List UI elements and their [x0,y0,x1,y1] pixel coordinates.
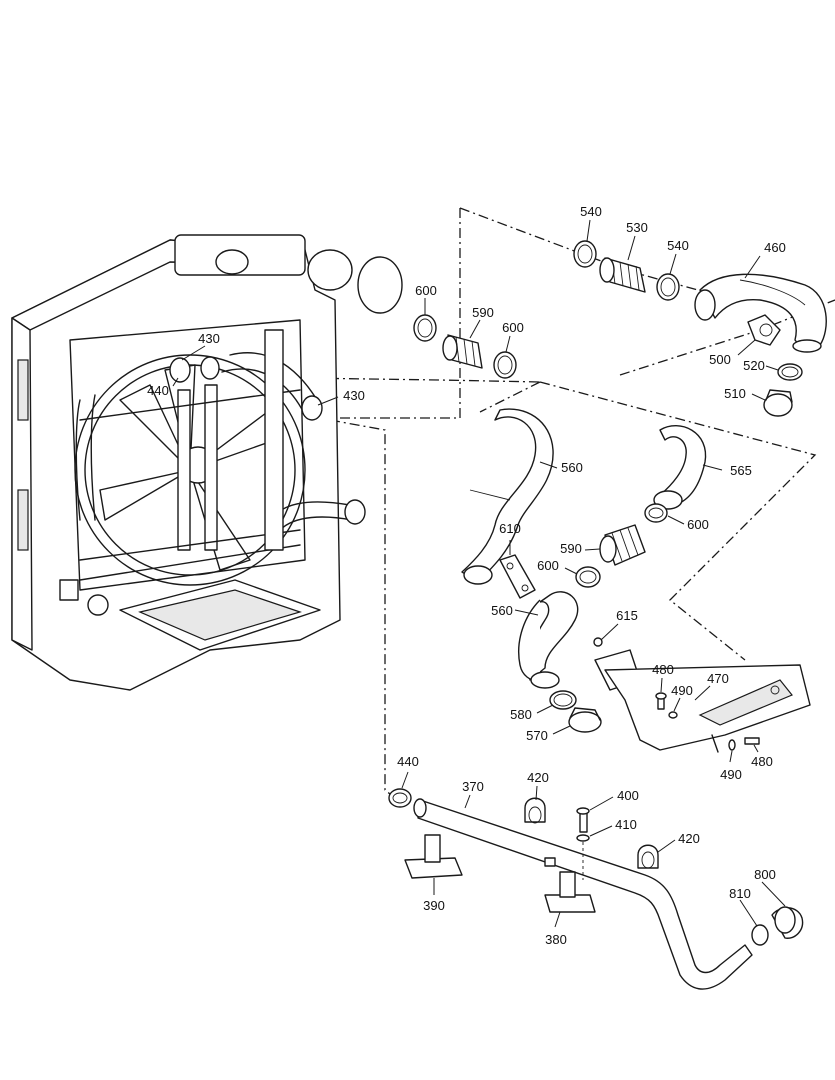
label-600: 600 [537,558,559,573]
label-440: 440 [147,383,169,398]
gasket-610 [499,554,536,599]
bolts [655,692,760,751]
label-480: 480 [751,754,773,769]
middle-coupling [413,314,517,379]
label-540: 540 [580,204,602,219]
label-490: 490 [720,767,742,782]
label-800: 800 [754,867,776,882]
label-410: 410 [615,817,637,832]
label-565: 565 [730,463,752,478]
label-600: 600 [415,283,437,298]
label-490: 490 [671,683,693,698]
label-610: 610 [499,521,521,536]
label-580: 580 [510,707,532,722]
label-510: 510 [724,386,746,401]
label-430: 430 [198,331,220,346]
label-520: 520 [743,358,765,373]
label-400: 400 [617,788,639,803]
label-440: 440 [397,754,419,769]
label-615: 615 [616,608,638,623]
label-420: 420 [678,831,700,846]
label-600: 600 [502,320,524,335]
label-480: 480 [652,662,674,677]
label-570: 570 [526,728,548,743]
label-500: 500 [709,352,731,367]
upper-hose-assembly [573,240,827,417]
clamps-580-570 [549,690,602,733]
lower-pipe-assembly [388,788,804,990]
lower-coupling [575,503,668,588]
label-600: 600 [687,517,709,532]
label-470: 470 [707,671,729,686]
radiator-assembly [11,234,403,691]
leader-lines [172,219,786,928]
label-590: 590 [560,541,582,556]
part-labels: 540 530 540 460 600 590 600 430 440 430 … [147,204,786,947]
label-560: 560 [561,460,583,475]
label-590: 590 [472,305,494,320]
label-540: 540 [667,238,689,253]
label-810: 810 [729,886,751,901]
label-460: 460 [764,240,786,255]
label-390: 390 [423,898,445,913]
hose-565 [653,425,707,510]
label-560: 560 [491,603,513,618]
label-380: 380 [545,932,567,947]
bracket-470 [604,664,811,753]
label-430: 430 [343,388,365,403]
label-370: 370 [462,779,484,794]
label-420: 420 [527,770,549,785]
hose-560-lower [518,591,579,689]
hose-560-upper [461,408,554,585]
label-530: 530 [626,220,648,235]
